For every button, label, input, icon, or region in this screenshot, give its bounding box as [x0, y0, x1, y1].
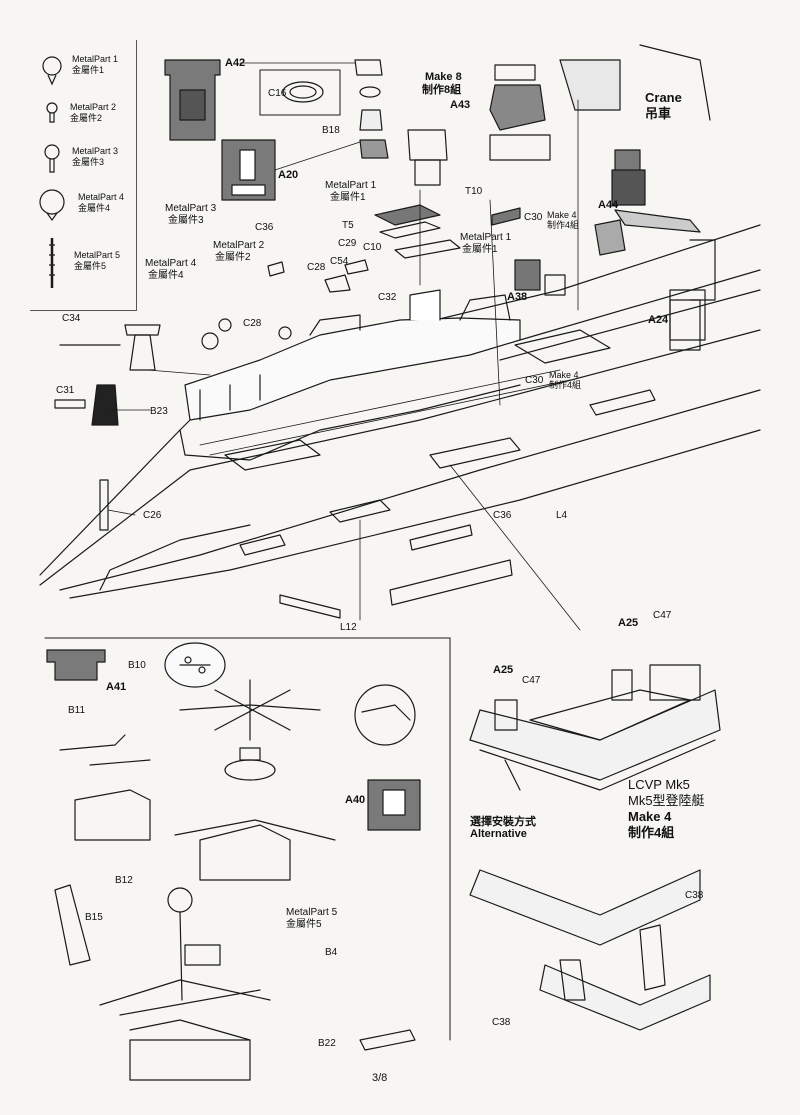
parts-upper [54, 59, 706, 631]
parts-bottom-left [46, 642, 421, 1081]
metalpart-3-icon [44, 144, 60, 160]
part-label-a43: A43 [450, 99, 471, 111]
part-label-b15: B15 [85, 912, 103, 923]
part-label-c30: C30 [524, 212, 543, 223]
make-8-cn-label: 制作8組 [422, 84, 462, 96]
part-label-c26: C26 [143, 510, 162, 521]
alternative-label: Alternative [470, 828, 527, 840]
part-label-c36: C36 [255, 222, 274, 233]
metalpart-1b-cn-label: 金屬件1 [462, 244, 498, 255]
legend-item-metalpart-5: MetalPart 5 金屬件5 [74, 250, 120, 272]
part-label-b10: B10 [128, 660, 146, 671]
legend-name: MetalPart 5 [74, 250, 121, 260]
part-label-c47b: C47 [522, 675, 541, 686]
part-label-b11: B11 [68, 705, 86, 716]
legend-icons [39, 56, 65, 288]
metalpart-1b-label: MetalPart 1 [460, 232, 512, 243]
part-label-l12: L12 [340, 622, 357, 633]
part-label-c38: C38 [685, 890, 704, 901]
metalpart-1-cn-label: 金屬件1 [330, 192, 366, 203]
make-4-label: Make 4 [547, 210, 577, 220]
part-label-a38: A38 [507, 291, 528, 303]
part-label-c28: C28 [307, 262, 326, 273]
page-number: 3/8 [372, 1072, 388, 1084]
legend-cn: 金屬件4 [78, 203, 111, 213]
metalpart-2-icon [46, 102, 58, 114]
part-label-c47: C47 [653, 610, 672, 621]
part-label-b4: B4 [325, 947, 338, 958]
part-label-c29: C29 [338, 238, 357, 249]
part-label-c54: C54 [330, 256, 349, 267]
part-label-c34: C34 [62, 313, 81, 324]
part-label-c10: C10 [363, 242, 382, 253]
legend-cn: 金屬件5 [74, 261, 107, 271]
crane-label: Crane [645, 90, 682, 105]
legend-cn: 金屬件1 [72, 65, 105, 75]
make-4b-label: Make 4 [549, 370, 579, 380]
part-label-a24: A24 [648, 314, 669, 326]
legend-name: MetalPart 4 [78, 192, 125, 202]
part-label-a40: A40 [345, 794, 366, 806]
part-label-b12: B12 [115, 875, 133, 886]
metalpart-5-cn-label: 金屬件5 [286, 919, 322, 930]
metalpart-2-cn-label: 金屬件2 [215, 252, 251, 263]
part-label-c16: C16 [268, 88, 287, 99]
legend-name: MetalPart 2 [70, 102, 117, 112]
legend-cn: 金屬件3 [72, 157, 105, 167]
legend-item-metalpart-1: MetalPart 1 金屬件1 [72, 54, 118, 76]
part-label-a25b: A25 [493, 664, 514, 676]
legend-cn: 金屬件2 [70, 113, 103, 123]
make-4b-cn-label: 制作4組 [549, 380, 582, 390]
part-label-l4: L4 [556, 510, 568, 521]
part-label-c38b: C38 [492, 1017, 511, 1028]
make-4-lcvp-label: Make 4 [628, 809, 672, 824]
part-label-a25: A25 [618, 617, 639, 629]
lcvp-title: LCVP Mk5 [628, 777, 690, 792]
part-label-b22: B22 [318, 1038, 336, 1049]
part-label-c32: C32 [378, 292, 397, 303]
make-4-lcvp-cn-label: 制作4組 [628, 825, 675, 840]
metalpart-4-label: MetalPart 4 [145, 258, 197, 269]
metalpart-5-label: MetalPart 5 [286, 907, 338, 918]
parts-bottom-right [469, 664, 721, 1031]
part-label-a44: A44 [598, 199, 619, 211]
part-label-t10: T10 [465, 186, 483, 197]
part-label-c28b: C28 [243, 318, 262, 329]
alternative-cn-label: 選擇安裝方式 [470, 816, 536, 828]
part-label-c30b: C30 [525, 375, 544, 386]
legend-name: MetalPart 3 [72, 146, 119, 156]
part-label-b23: B23 [150, 406, 168, 417]
part-label-a42: A42 [225, 57, 246, 69]
metalpart-4-icon [39, 189, 65, 215]
metalpart-1-icon [42, 56, 62, 76]
make-8-label: Make 8 [425, 71, 462, 83]
hull-upper [39, 44, 761, 599]
metalpart-3-label: MetalPart 3 [165, 203, 217, 214]
metalpart-1-label: MetalPart 1 [325, 180, 377, 191]
metal-parts-legend: MetalPart 1 金屬件1 MetalPart 2 金屬件2 MetalP… [30, 40, 137, 311]
metalpart-3-cn-label: 金屬件3 [168, 215, 204, 226]
metalpart-2-label: MetalPart 2 [213, 240, 265, 251]
part-label-t5: T5 [342, 220, 354, 231]
legend-item-metalpart-3: MetalPart 3 金屬件3 [72, 146, 118, 168]
part-label-a20: A20 [278, 169, 299, 181]
crane-cn-label: 吊車 [645, 106, 672, 121]
part-label-b18: B18 [322, 125, 340, 136]
section-dividers [44, 637, 451, 1041]
make-4-cn-label: 制作4組 [547, 220, 580, 230]
legend-item-metalpart-4: MetalPart 4 金屬件4 [78, 192, 124, 214]
lcvp-cn-title: Mk5型登陸艇 [628, 793, 705, 808]
part-label-c36b: C36 [493, 510, 512, 521]
part-label-a41: A41 [106, 681, 127, 693]
part-label-c31: C31 [56, 385, 75, 396]
legend-name: MetalPart 1 [72, 54, 119, 64]
legend-item-metalpart-2: MetalPart 2 金屬件2 [70, 102, 116, 124]
metalpart-4-cn-label: 金屬件4 [148, 270, 184, 281]
